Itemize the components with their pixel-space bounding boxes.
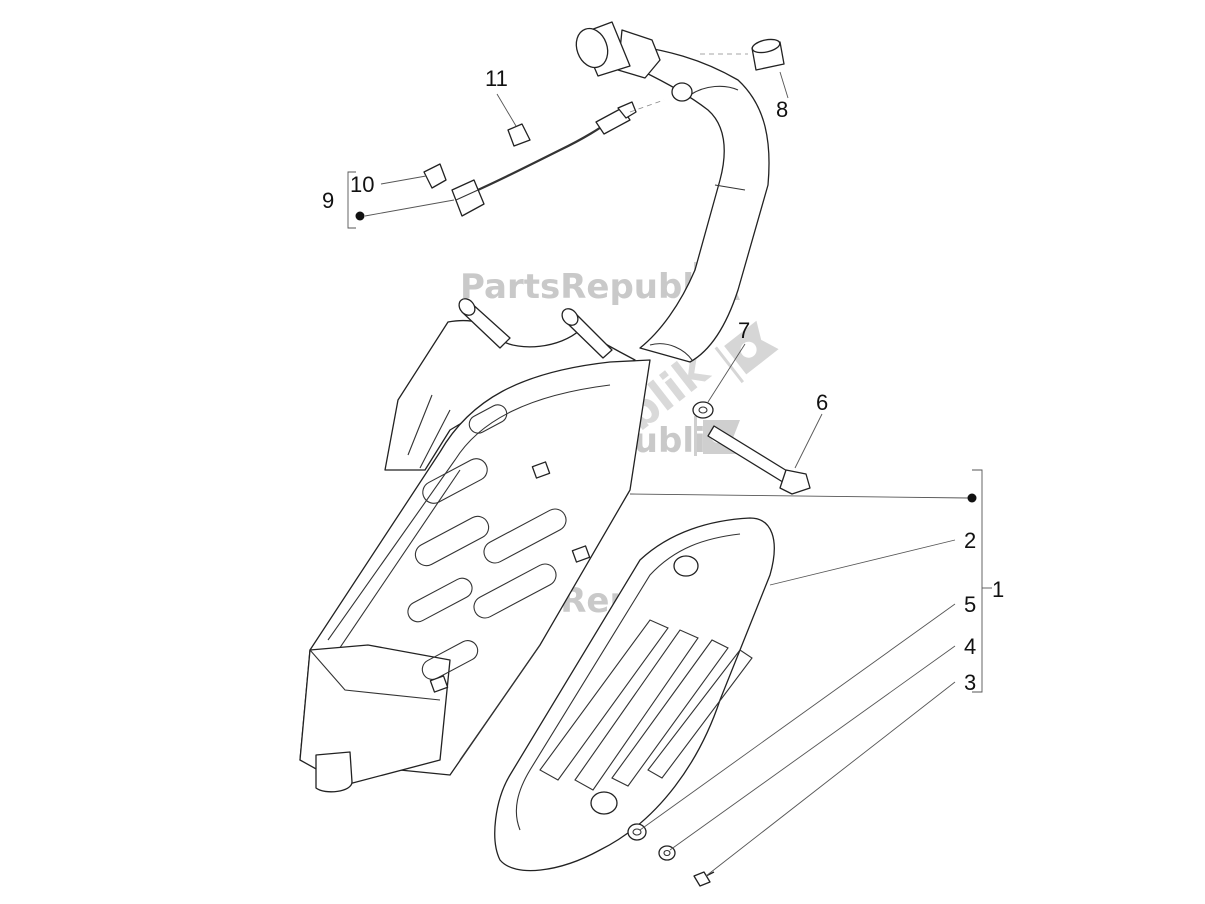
cable-clip-11 bbox=[507, 123, 531, 147]
filled-dot-icon bbox=[967, 493, 977, 503]
heat-shield bbox=[494, 517, 775, 872]
callout-1: 1 bbox=[992, 577, 1004, 602]
oxygen-sensor bbox=[451, 101, 637, 217]
callout-7: 7 bbox=[738, 318, 750, 343]
sensor-clip-10 bbox=[423, 163, 447, 189]
rubber-grommet bbox=[627, 823, 647, 841]
callout-9: 9 bbox=[322, 188, 334, 213]
tail-pipe bbox=[315, 751, 353, 793]
filled-dot-icon bbox=[355, 211, 365, 221]
exhaust-pipe bbox=[629, 44, 770, 363]
heat-shield-slots bbox=[539, 619, 753, 791]
callout-4: 4 bbox=[964, 634, 976, 659]
shield-screw bbox=[693, 871, 715, 887]
clip-upper bbox=[531, 461, 551, 479]
pipe-inlet bbox=[575, 21, 631, 77]
heat-shield-hole-top bbox=[673, 555, 699, 577]
bracket-pin-left bbox=[458, 298, 511, 349]
callout-labels: 1 2 3 4 5 6 7 8 9 10 11 bbox=[322, 66, 1004, 695]
sensor-body bbox=[595, 107, 631, 135]
heat-shield-hole-bottom bbox=[590, 791, 618, 815]
leader-lines bbox=[347, 71, 992, 877]
gear-flag-icon bbox=[714, 320, 779, 384]
bracket-pin-right bbox=[561, 308, 613, 359]
callout-10: 10 bbox=[350, 172, 374, 197]
callout-8: 8 bbox=[776, 97, 788, 122]
sensor-connector bbox=[451, 179, 485, 217]
callout-6: 6 bbox=[816, 390, 828, 415]
pipe-sleeve bbox=[751, 38, 785, 71]
muffler-fin-slots bbox=[407, 404, 567, 680]
callout-3: 3 bbox=[964, 670, 976, 695]
callout-2: 2 bbox=[964, 528, 976, 553]
callout-11: 11 bbox=[485, 66, 508, 91]
sensor-boss bbox=[671, 82, 693, 102]
clip-middle bbox=[571, 545, 591, 563]
clip-lower bbox=[429, 675, 449, 693]
callout-5: 5 bbox=[964, 592, 976, 617]
muffler-assembly bbox=[299, 21, 770, 793]
flat-washer bbox=[692, 401, 714, 419]
mounting-bolt bbox=[707, 425, 811, 495]
